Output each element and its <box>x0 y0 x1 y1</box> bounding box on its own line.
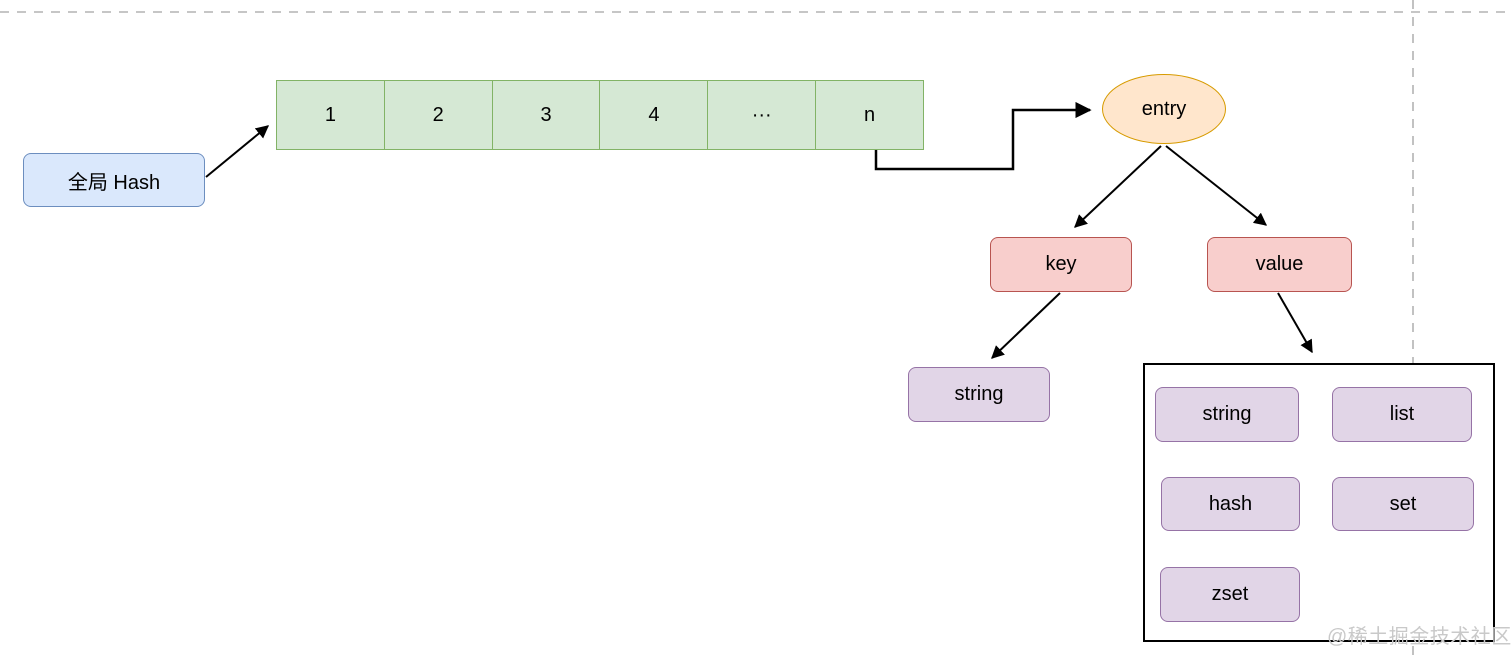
bucket-cell-label: 1 <box>324 103 336 126</box>
node-global-hash-label: 全局 Hash <box>67 171 161 194</box>
bucket-array: 1 2 3 4 ··· n <box>276 80 924 150</box>
node-key: key <box>990 237 1132 292</box>
bucket-cell-n: n <box>815 81 923 149</box>
value-type-string: string <box>1155 387 1299 442</box>
arrow-value-to-types <box>1277 292 1313 354</box>
arrow-key-to-string <box>991 292 1061 359</box>
bucket-cell-label: ··· <box>751 103 772 126</box>
arrow-globalhash-to-array <box>205 125 270 178</box>
node-entry: entry <box>1102 74 1226 144</box>
node-value: value <box>1207 237 1352 292</box>
value-type-label: list <box>1389 403 1415 425</box>
value-type-label: set <box>1389 492 1417 515</box>
value-type-list: list <box>1332 387 1472 442</box>
bucket-cell-label: n <box>863 103 876 126</box>
bucket-cell-label: 2 <box>432 103 444 126</box>
node-key-label: key <box>1045 253 1077 275</box>
value-types-panel: string list hash set zset <box>1143 363 1495 642</box>
node-key-type-string: string <box>908 367 1050 422</box>
bucket-cell-label: 4 <box>648 103 660 126</box>
value-type-label: string <box>1202 403 1252 425</box>
value-type-hash: hash <box>1161 477 1300 531</box>
arrow-entry-to-key <box>1074 145 1162 228</box>
node-value-label: value <box>1255 253 1304 275</box>
bucket-cell-4: 4 <box>599 81 707 149</box>
value-type-label: hash <box>1208 492 1253 515</box>
bucket-cell-label: 3 <box>540 103 552 126</box>
arrow-entry-to-value <box>1165 145 1268 226</box>
node-global-hash: 全局 Hash <box>23 153 205 207</box>
node-key-type-string-label: string <box>954 383 1004 405</box>
value-type-set: set <box>1332 477 1474 531</box>
bucket-cell-ellipsis: ··· <box>707 81 815 149</box>
value-type-zset: zset <box>1160 567 1300 622</box>
bucket-cell-2: 2 <box>383 81 492 149</box>
bucket-cell-1: 1 <box>277 81 384 149</box>
value-type-label: zset <box>1211 583 1249 605</box>
bucket-cell-3: 3 <box>491 81 600 149</box>
node-entry-label: entry <box>1141 97 1187 120</box>
connector-n-to-entry <box>874 101 1092 171</box>
watermark: @稀土掘金技术社区 <box>1327 626 1512 648</box>
